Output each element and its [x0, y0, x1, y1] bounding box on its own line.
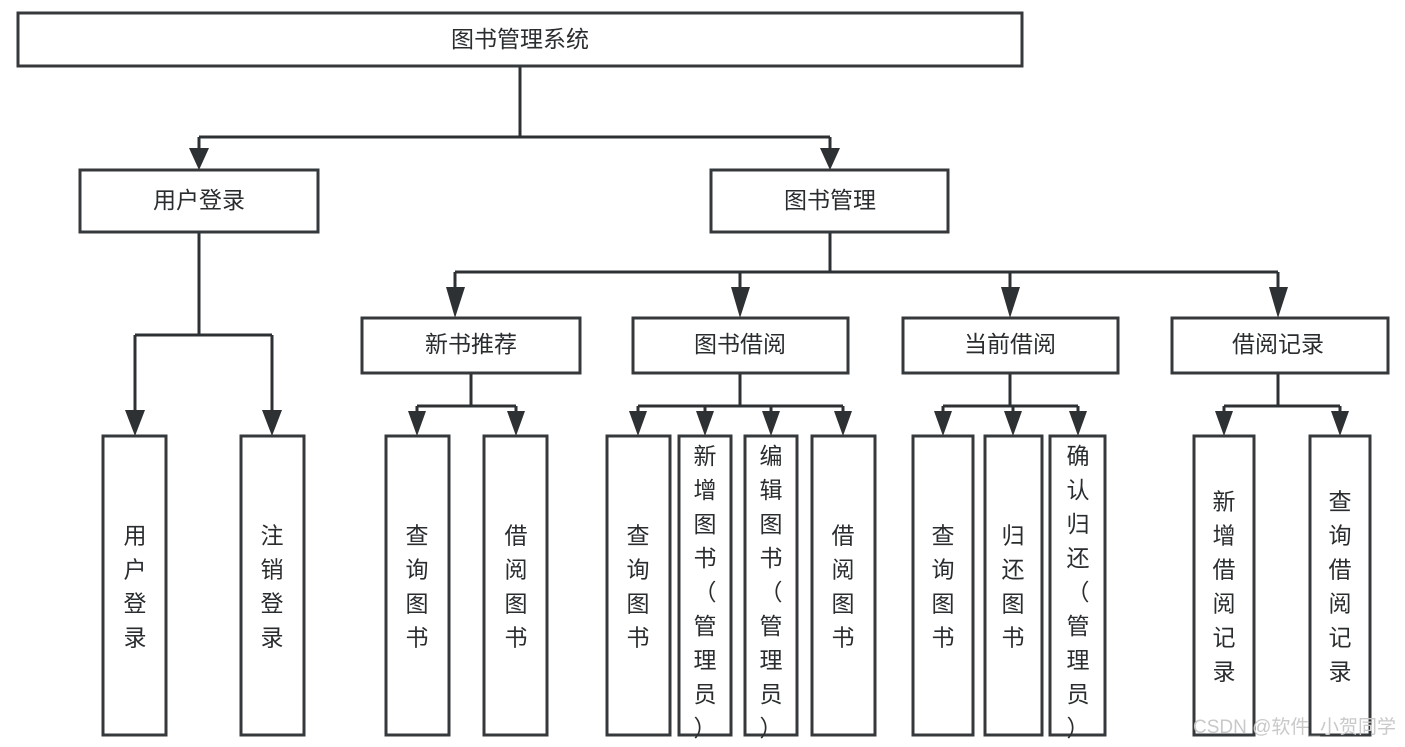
- node-leaf-query-book-2-box[interactable]: [605, 434, 672, 737]
- node-root[interactable]: 图书管理系统: [16, 11, 1024, 68]
- node-leaf-return-book[interactable]: 归还图书: [983, 434, 1044, 737]
- node-leaf-borrow-book-1-label: 借阅图书: [505, 523, 528, 651]
- node-leaf-confirm-return-box[interactable]: [1048, 434, 1107, 737]
- node-leaf-query-record-label: 查询借阅记录: [1329, 489, 1352, 685]
- arrow-to-leaf-add-book: [696, 411, 714, 436]
- node-current-borrow-box[interactable]: [901, 316, 1120, 375]
- node-leaf-borrow-book-2-box[interactable]: [810, 434, 877, 737]
- node-borrow-record[interactable]: 借阅记录: [1170, 316, 1390, 375]
- node-leaf-add-book-label: 新增图书（管理员）: [694, 443, 717, 741]
- node-leaf-borrow-book-2-label: 借阅图书: [832, 523, 855, 651]
- node-book-borrow[interactable]: 图书借阅: [631, 316, 850, 375]
- arrow-to-leaf-query-book-2: [629, 411, 647, 436]
- node-current-borrow-label: 当前借阅: [964, 331, 1056, 357]
- node-leaf-return-book-label: 归还图书: [1002, 523, 1025, 651]
- arrow-to-book-management: [820, 148, 840, 170]
- node-leaf-query-book-3[interactable]: 查询图书: [911, 434, 975, 737]
- node-borrow-record-label: 借阅记录: [1232, 331, 1324, 357]
- arrow-to-user-login: [189, 148, 209, 170]
- node-leaf-logout-box[interactable]: [239, 434, 306, 737]
- node-leaf-confirm-return-label: 确认归还（管理员）: [1067, 443, 1090, 741]
- node-leaf-logout[interactable]: 注销登录: [239, 434, 306, 737]
- node-leaf-query-book-2[interactable]: 查询图书: [605, 434, 672, 737]
- node-leaf-edit-book-box[interactable]: [743, 434, 799, 737]
- node-leaf-user-login-label: 用户登录: [124, 523, 147, 651]
- node-leaf-query-book-1-label: 查询图书: [406, 523, 429, 651]
- node-leaf-query-record[interactable]: 查询借阅记录: [1308, 434, 1372, 737]
- nodes-layer: 图书管理系统 用户登录 图书管理 新书推荐 图书借阅 当前借阅 借阅记录: [16, 11, 1390, 741]
- arrow-to-leaf-query-book-1: [408, 411, 426, 436]
- node-borrow-record-box[interactable]: [1170, 316, 1390, 375]
- node-leaf-logout-label: 注销登录: [261, 523, 284, 651]
- node-user-login[interactable]: 用户登录: [78, 168, 320, 234]
- node-new-book-recommend-box[interactable]: [360, 316, 582, 375]
- arrow-to-leaf-borrow-book-1: [507, 411, 525, 436]
- node-leaf-query-book-1[interactable]: 查询图书: [384, 434, 451, 737]
- node-leaf-borrow-book-1-box[interactable]: [482, 434, 549, 737]
- node-leaf-query-book-1-box[interactable]: [384, 434, 451, 737]
- node-leaf-borrow-book-1[interactable]: 借阅图书: [482, 434, 549, 737]
- arrow-to-new-book-recommend: [446, 287, 465, 318]
- arrow-to-leaf-query-record: [1331, 411, 1349, 436]
- arrow-to-leaf-edit-book: [762, 411, 780, 436]
- node-book-management-label: 图书管理: [784, 187, 876, 213]
- node-new-book-recommend[interactable]: 新书推荐: [360, 316, 582, 375]
- node-leaf-borrow-book-2[interactable]: 借阅图书: [810, 434, 877, 737]
- node-leaf-add-book-box[interactable]: [677, 434, 733, 737]
- node-new-book-recommend-label: 新书推荐: [425, 331, 517, 357]
- node-leaf-user-login-box[interactable]: [101, 434, 168, 737]
- arrow-to-leaf-logout: [262, 410, 282, 436]
- node-book-borrow-box[interactable]: [631, 316, 850, 375]
- node-leaf-query-book-2-label: 查询图书: [627, 523, 650, 651]
- node-leaf-return-book-box[interactable]: [983, 434, 1044, 737]
- node-user-login-label: 用户登录: [153, 187, 245, 213]
- arrow-to-leaf-confirm-return: [1069, 411, 1087, 436]
- node-book-borrow-label: 图书借阅: [694, 331, 786, 357]
- node-leaf-edit-book[interactable]: 编辑图书（管理员）: [743, 434, 799, 741]
- node-leaf-query-book-3-label: 查询图书: [932, 523, 955, 651]
- arrow-to-leaf-user-login: [125, 410, 145, 436]
- node-leaf-query-book-3-box[interactable]: [911, 434, 975, 737]
- arrow-to-book-borrow: [731, 287, 750, 318]
- arrow-to-leaf-query-book-3: [934, 411, 952, 436]
- node-book-management-box[interactable]: [709, 168, 950, 234]
- arrow-to-borrow-record: [1269, 287, 1288, 318]
- node-root-label: 图书管理系统: [451, 26, 589, 52]
- csdn-watermark: CSDN @软件_小贺同学: [1193, 716, 1396, 738]
- node-leaf-add-record-box[interactable]: [1192, 434, 1256, 737]
- node-leaf-add-record-label: 新增借阅记录: [1213, 489, 1236, 685]
- arrow-to-leaf-borrow-book-2: [834, 411, 852, 436]
- node-current-borrow[interactable]: 当前借阅: [901, 316, 1120, 375]
- node-leaf-add-book[interactable]: 新增图书（管理员）: [677, 434, 733, 741]
- arrow-to-leaf-return-book: [1004, 411, 1022, 436]
- node-leaf-add-record[interactable]: 新增借阅记录: [1192, 434, 1256, 737]
- node-book-management[interactable]: 图书管理: [709, 168, 950, 234]
- node-root-box[interactable]: [16, 11, 1024, 68]
- node-leaf-query-record-box[interactable]: [1308, 434, 1372, 737]
- arrow-to-current-borrow: [1001, 287, 1020, 318]
- node-user-login-box[interactable]: [78, 168, 320, 234]
- node-leaf-confirm-return[interactable]: 确认归还（管理员）: [1048, 434, 1107, 741]
- arrow-to-leaf-add-record: [1215, 411, 1233, 436]
- edges-layer: [125, 66, 1349, 436]
- node-leaf-edit-book-label: 编辑图书（管理员）: [760, 443, 783, 741]
- node-leaf-user-login[interactable]: 用户登录: [101, 434, 168, 737]
